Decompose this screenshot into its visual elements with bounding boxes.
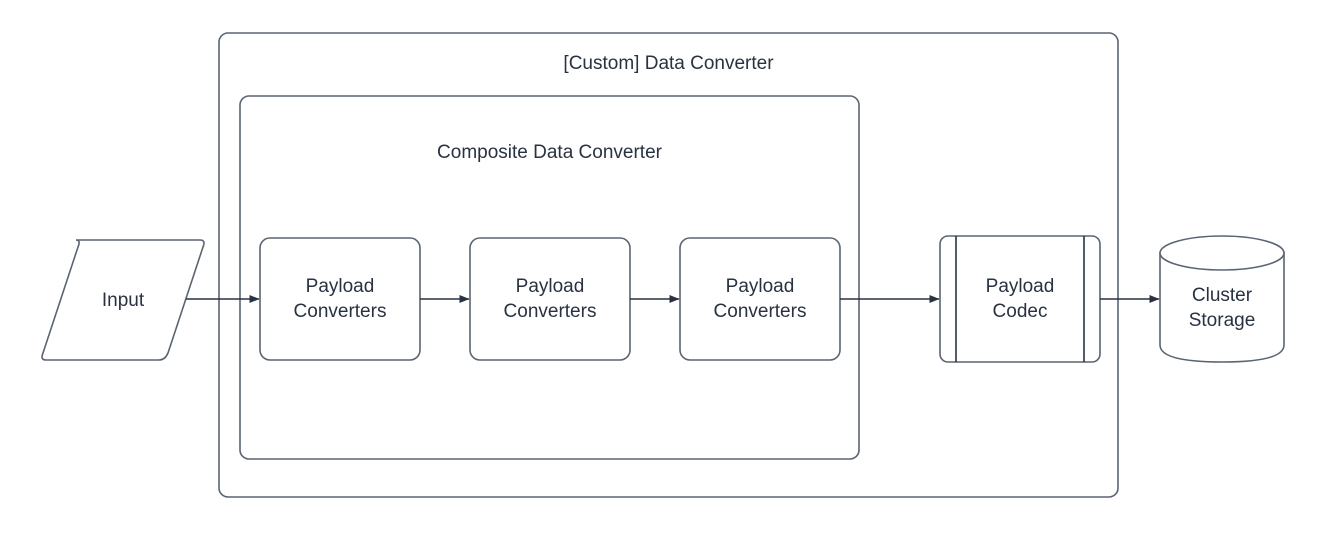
node-payload-codec-shape[interactable] (939, 235, 1101, 363)
outer-container-box[interactable] (218, 32, 1119, 498)
node-payload-converters-3-shape[interactable] (679, 237, 841, 361)
inner-container-title: Composite Data Converter (437, 142, 662, 163)
node-payload-converters-1-shape[interactable] (259, 237, 421, 361)
outer-container-title: [Custom] Data Converter (563, 53, 774, 74)
node-payload-converters-2-shape[interactable] (469, 237, 631, 361)
inner-container-box[interactable] (239, 95, 860, 460)
node-cluster-storage-shape[interactable] (1159, 235, 1285, 363)
node-input-shape[interactable] (41, 239, 205, 361)
